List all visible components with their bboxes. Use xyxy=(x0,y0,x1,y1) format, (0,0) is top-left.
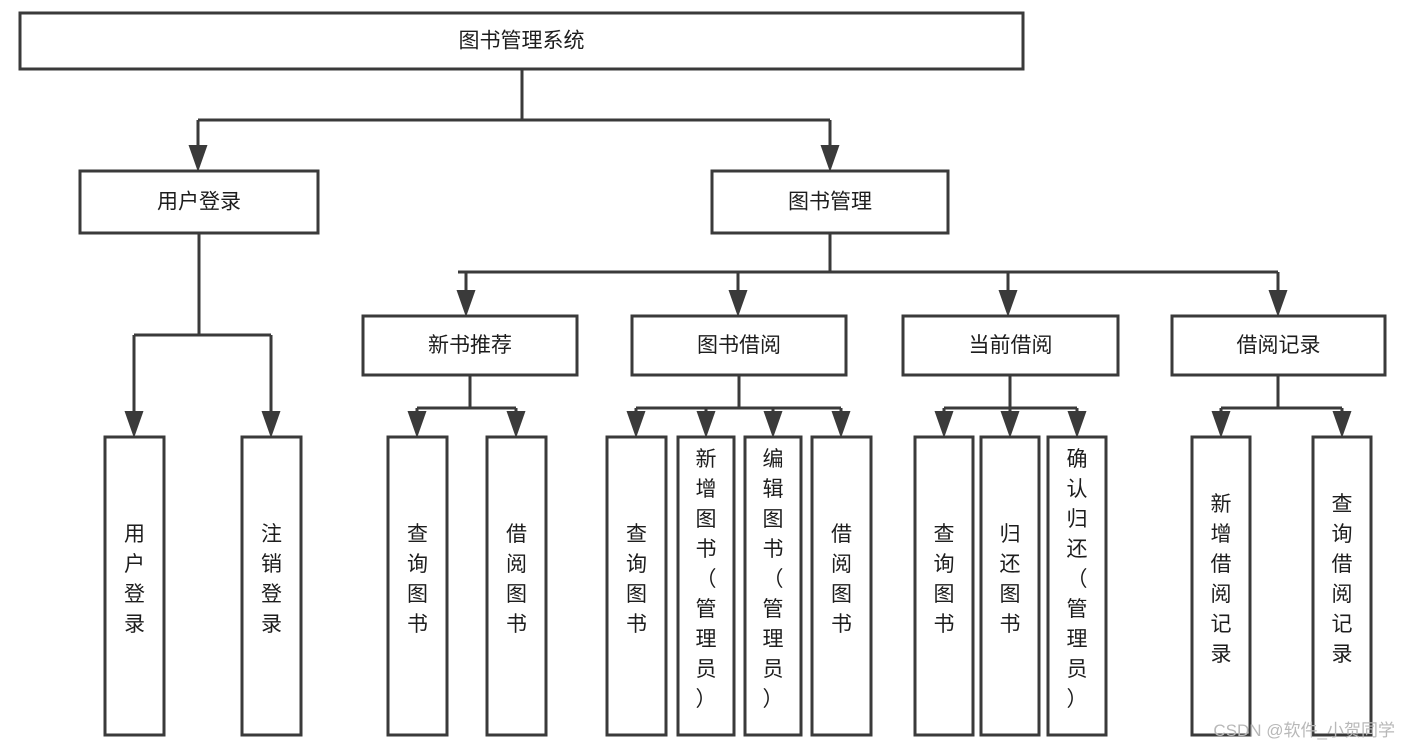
node-label: 新书推荐 xyxy=(428,334,512,357)
node-box[interactable] xyxy=(485,435,548,737)
node-label: 查询借阅记录 xyxy=(1332,493,1353,666)
node-login[interactable]: 用户登录 xyxy=(78,169,320,235)
node-label: 查询图书 xyxy=(626,523,647,636)
node-leaf-b-add[interactable]: 新增图书（管理员） xyxy=(676,435,736,737)
node-leaf-c-query[interactable]: 查询图书 xyxy=(913,435,975,737)
node-label: 当前借阅 xyxy=(969,334,1053,357)
node-label: 查询图书 xyxy=(934,523,955,636)
node-leaf-new-query[interactable]: 查询图书 xyxy=(386,435,449,737)
node-box[interactable] xyxy=(605,435,668,737)
arrow-head-icon xyxy=(1268,290,1288,317)
connector-layer xyxy=(124,69,1352,438)
node-label: 查询图书 xyxy=(407,523,428,636)
arrow-head-icon xyxy=(1000,411,1020,438)
node-box[interactable] xyxy=(913,435,975,737)
connector-group-login xyxy=(124,233,281,438)
node-label: 新增借阅记录 xyxy=(1211,493,1232,666)
arrow-head-icon xyxy=(626,411,646,438)
node-label: 图书管理系统 xyxy=(459,30,585,53)
node-label: 借阅图书 xyxy=(831,523,852,636)
arrow-head-icon xyxy=(934,411,954,438)
connector-group-borrow xyxy=(626,375,851,438)
node-box[interactable] xyxy=(630,314,848,377)
node-label: 借阅图书 xyxy=(506,523,527,636)
node-box[interactable] xyxy=(676,435,736,737)
node-box[interactable] xyxy=(1190,435,1252,737)
node-record[interactable]: 借阅记录 xyxy=(1170,314,1387,377)
node-leaf-c-confirm[interactable]: 确认归还（管理员） xyxy=(1046,435,1108,737)
node-leaf-new-borrow[interactable]: 借阅图书 xyxy=(485,435,548,737)
arrow-head-icon xyxy=(1332,411,1352,438)
node-label: 借阅记录 xyxy=(1237,334,1321,357)
connector-group-bookmgmt xyxy=(456,233,1288,317)
arrow-head-icon xyxy=(998,290,1018,317)
node-box[interactable] xyxy=(743,435,803,737)
node-layer: 图书管理系统用户登录图书管理新书推荐图书借阅当前借阅借阅记录用户登录注销登录查询… xyxy=(18,11,1387,737)
node-bookmgmt[interactable]: 图书管理 xyxy=(710,169,950,235)
node-label: 用户登录 xyxy=(124,523,145,636)
node-current[interactable]: 当前借阅 xyxy=(901,314,1120,377)
node-leaf-user-logout[interactable]: 注销登录 xyxy=(240,435,303,737)
node-box[interactable] xyxy=(386,435,449,737)
node-leaf-r-add[interactable]: 新增借阅记录 xyxy=(1190,435,1252,737)
node-label: 归还图书 xyxy=(1000,523,1021,636)
node-leaf-c-return[interactable]: 归还图书 xyxy=(979,435,1041,737)
connector-group-newbook xyxy=(407,375,526,438)
node-label: 注销登录 xyxy=(261,523,282,636)
node-box[interactable] xyxy=(1311,435,1373,737)
node-label: 图书借阅 xyxy=(697,334,781,357)
node-box[interactable] xyxy=(361,314,579,377)
arrow-head-icon xyxy=(1067,411,1087,438)
arrow-head-icon xyxy=(831,411,851,438)
connector-group-root xyxy=(188,69,840,172)
node-leaf-b-query[interactable]: 查询图书 xyxy=(605,435,668,737)
node-newbook[interactable]: 新书推荐 xyxy=(361,314,579,377)
node-leaf-user-login[interactable]: 用户登录 xyxy=(103,435,166,737)
node-label: 编辑图书（管理员） xyxy=(763,448,784,711)
node-root[interactable]: 图书管理系统 xyxy=(18,11,1025,71)
node-label: 确认归还（管理员） xyxy=(1067,448,1088,711)
node-box[interactable] xyxy=(810,435,873,737)
arrow-head-icon xyxy=(188,145,208,172)
node-leaf-b-edit[interactable]: 编辑图书（管理员） xyxy=(743,435,803,737)
node-borrow[interactable]: 图书借阅 xyxy=(630,314,848,377)
node-box[interactable] xyxy=(18,11,1025,71)
node-label: 新增图书（管理员） xyxy=(696,448,717,711)
node-box[interactable] xyxy=(1046,435,1108,737)
arrow-head-icon xyxy=(456,290,476,317)
arrow-head-icon xyxy=(820,145,840,172)
arrow-head-icon xyxy=(261,411,281,438)
connector-group-record xyxy=(1211,375,1352,438)
csdn-watermark: CSDN @软件_小贺同学 xyxy=(1213,721,1395,740)
connector-group-current xyxy=(934,375,1087,438)
node-label: 图书管理 xyxy=(788,191,872,214)
node-box[interactable] xyxy=(901,314,1120,377)
arrow-head-icon xyxy=(696,411,716,438)
arrow-head-icon xyxy=(407,411,427,438)
node-box[interactable] xyxy=(1170,314,1387,377)
node-box[interactable] xyxy=(103,435,166,737)
arrow-head-icon xyxy=(763,411,783,438)
node-leaf-r-query[interactable]: 查询借阅记录 xyxy=(1311,435,1373,737)
arrow-head-icon xyxy=(1211,411,1231,438)
arrow-head-icon xyxy=(506,411,526,438)
node-box[interactable] xyxy=(710,169,950,235)
node-box[interactable] xyxy=(979,435,1041,737)
node-box[interactable] xyxy=(240,435,303,737)
node-label: 用户登录 xyxy=(157,191,241,214)
node-box[interactable] xyxy=(78,169,320,235)
arrow-head-icon xyxy=(728,290,748,317)
arrow-head-icon xyxy=(124,411,144,438)
node-leaf-b-borrow[interactable]: 借阅图书 xyxy=(810,435,873,737)
